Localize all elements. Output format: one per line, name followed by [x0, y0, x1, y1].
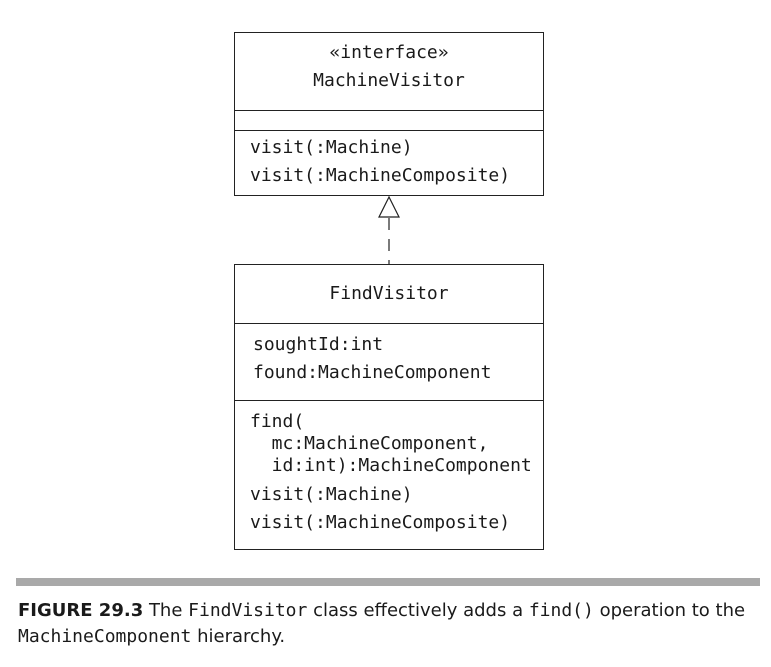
caption-text: hierarchy.: [191, 626, 286, 647]
interface-operations-compartment: visit(:Machine) visit(:MachineComposite): [235, 130, 543, 195]
interface-operation: visit(:MachineComposite): [250, 165, 511, 186]
interface-name-compartment: «interface» MachineVisitor: [235, 33, 543, 110]
class-find-visitor: FindVisitor soughtId:int found:MachineCo…: [234, 264, 544, 550]
class-attribute: soughtId:int: [253, 334, 384, 355]
interface-operation: visit(:Machine): [250, 137, 413, 158]
caption-text: operation to the: [593, 600, 746, 621]
figure-caption: FIGURE 29.3 The FindVisitor class effect…: [18, 598, 758, 650]
class-operation: visit(:Machine): [250, 484, 413, 505]
class-attribute: found:MachineComponent: [253, 362, 492, 383]
class-operations-compartment: find( mc:MachineComponent, id:int):Machi…: [235, 400, 543, 549]
caption-text: The: [143, 600, 189, 621]
caption-rule: [16, 578, 760, 586]
interface-machine-visitor: «interface» MachineVisitor visit(:Machin…: [234, 32, 544, 196]
interface-name: MachineVisitor: [313, 70, 465, 91]
caption-code: FindVisitor: [188, 600, 308, 621]
figure-label: FIGURE 29.3: [18, 600, 144, 621]
class-name: FindVisitor: [329, 283, 449, 304]
class-operation: mc:MachineComponent,: [250, 433, 489, 454]
realization-arrowhead: [378, 195, 400, 218]
caption-code: find(): [528, 600, 594, 621]
caption-code: MachineComponent: [18, 626, 192, 647]
class-operation: id:int):MachineComponent: [250, 455, 532, 476]
caption-text: class effectively adds a: [307, 600, 529, 621]
interface-stereotype: «interface»: [329, 42, 449, 63]
class-operation: find(: [250, 411, 305, 432]
interface-attributes-compartment: [235, 110, 543, 130]
class-name-compartment: FindVisitor: [235, 265, 543, 323]
class-operation: visit(:MachineComposite): [250, 512, 511, 533]
class-attributes-compartment: soughtId:int found:MachineComponent: [235, 323, 543, 400]
